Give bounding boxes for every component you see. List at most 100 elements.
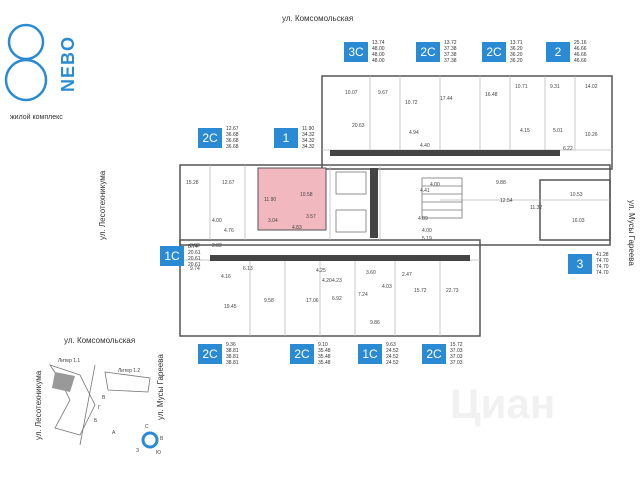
apartment-badge[interactable]: 2С <box>198 344 222 364</box>
apartment-badge[interactable]: 2С <box>198 128 222 148</box>
room-area-label: 14.02 <box>585 84 598 90</box>
apartment-badge[interactable]: 3С <box>344 42 368 62</box>
minimap-street-right: ул. Мусы Гареева <box>156 354 165 420</box>
apartment-areas: 9.10 35.48 35.48 35.48 <box>318 342 331 366</box>
room-area-label: 10.26 <box>585 132 598 138</box>
room-area-label: 5.01 <box>553 128 563 134</box>
room-area-label: 6.13 <box>243 266 253 272</box>
room-area-label: 3.04 <box>268 218 278 224</box>
room-area-label: 10.72 <box>405 100 418 106</box>
room-area-label: 3.90 <box>190 243 200 249</box>
room-area-label: 5.19 <box>422 236 432 242</box>
apartment-areas: 15.72 37.03 37.03 37.03 <box>450 342 463 366</box>
room-area-label: 4.15 <box>520 128 530 134</box>
apartment-badge-selected[interactable]: 1 <box>274 128 298 148</box>
room-area-label: 16.03 <box>572 218 585 224</box>
room-area-label: 9.74 <box>190 266 200 272</box>
room-area-label: 4.76 <box>224 228 234 234</box>
room-area-label: 4.03 <box>382 284 392 290</box>
compass-s: Ю <box>156 450 162 456</box>
apartment-badge[interactable]: 3 <box>568 254 592 274</box>
room-area-label: 22.73 <box>446 288 459 294</box>
apartment-areas: 13.71 36.20 36.20 36.20 <box>510 40 523 64</box>
apartment-areas: 12.67 36.68 36.68 36.68 <box>226 126 239 150</box>
room-area-label: 9.86 <box>370 320 380 326</box>
room-area-label: 4.20 <box>322 278 332 284</box>
compass-e: В <box>160 436 164 442</box>
minimap-street-top: ул. Комсомольская <box>64 336 136 345</box>
room-area-label: 19.45 <box>224 304 237 310</box>
room-area-label: 3.60 <box>366 270 376 276</box>
room-area-label: 4.23 <box>332 278 342 284</box>
room-area-label: 4.41 <box>420 188 430 194</box>
room-area-label: 4.83 <box>292 225 302 231</box>
apartment-areas: 13.72 37.38 37.38 37.38 <box>444 40 457 64</box>
street-right: ул. Мусы Гареева <box>627 200 636 266</box>
apartment-areas: 9.63 24.52 24.52 24.52 <box>386 342 399 366</box>
room-area-label: 2.47 <box>402 272 412 278</box>
minimap-label: Г <box>98 405 101 411</box>
apartment-badge[interactable]: 2 <box>546 42 570 62</box>
room-area-label: 20.63 <box>352 123 365 129</box>
minimap-label: В <box>102 395 106 401</box>
room-area-label: 9.58 <box>264 298 274 304</box>
apartment-badge[interactable]: 2С <box>416 42 440 62</box>
minimap-street-left: ул. Лесотехникума <box>34 370 43 440</box>
room-area-label: 15.72 <box>414 288 427 294</box>
room-area-label: 9.31 <box>550 84 560 90</box>
apartment-badge[interactable]: 2С <box>422 344 446 364</box>
room-area-label: 4.00 <box>422 228 432 234</box>
logo-text: NEBO <box>58 35 78 92</box>
room-area-label: 11.32 <box>530 205 543 211</box>
room-area-label: 11.90 <box>264 197 277 203</box>
room-area-label: 6.22 <box>563 146 573 152</box>
room-area-label: 4.00 <box>212 218 222 224</box>
room-area-label: 9.67 <box>378 90 388 96</box>
room-area-label: 4.94 <box>409 130 419 136</box>
room-area-label: 3.26 <box>367 152 377 158</box>
apartment-areas: 41.28 74.70 74.70 74.70 <box>596 252 609 276</box>
room-area-label: 15.28 <box>186 180 199 186</box>
room-area-label: 4.40 <box>420 143 430 149</box>
logo-subtitle: жилой комплекс <box>10 114 63 121</box>
apartment-areas: 9.36 38.81 38.81 38.81 <box>226 342 239 366</box>
room-area-label: 4.35 <box>342 152 352 158</box>
apartment-areas: 8.74 20.61 20.61 20.61 <box>188 244 201 268</box>
room-area-label: 9.88 <box>496 180 506 186</box>
room-area-label: 4.89 <box>418 216 428 222</box>
room-area-label: 16.48 <box>485 92 498 98</box>
minimap-label: Литер 1.2 <box>118 368 141 374</box>
apartment-badge[interactable]: 2С <box>290 344 314 364</box>
compass-n: С <box>145 424 149 430</box>
room-area-label: 17.06 <box>306 298 319 304</box>
room-area-label: 4.00 <box>430 182 440 188</box>
room-area-label: 10.58 <box>300 192 313 198</box>
room-area-label: 12.54 <box>500 198 513 204</box>
minimap-label: Литер 1.1 <box>58 358 81 364</box>
street-top: ул. Комсомольская <box>282 14 354 23</box>
apartment-badge[interactable]: 2С <box>482 42 506 62</box>
apartment-areas: 11.90 34.32 34.32 34.32 <box>302 126 315 150</box>
room-area-label: 6.86 <box>418 256 428 262</box>
room-area-label: 12.67 <box>222 180 235 186</box>
room-area-label: 10.07 <box>345 90 358 96</box>
watermark: Циан <box>450 380 556 427</box>
apartment-areas: 25.16 46.66 46.66 46.66 <box>574 40 587 64</box>
minimap-label: Б <box>94 418 98 424</box>
room-area-label: 2.82 <box>212 243 222 249</box>
room-area-label: 17.44 <box>440 96 453 102</box>
apartment-badge[interactable]: 1С <box>358 344 382 364</box>
room-area-label: 4.16 <box>221 274 231 280</box>
room-area-label: 10.53 <box>570 192 583 198</box>
street-left: ул. Лесотехникума <box>98 170 107 240</box>
room-area-label: 3.57 <box>306 214 316 220</box>
apartment-areas: 13.74 48.00 48.00 48.00 <box>372 40 385 64</box>
apartment-badge[interactable]: 1С <box>160 246 184 266</box>
minimap-label: А <box>112 430 116 436</box>
compass-w: З <box>136 448 140 454</box>
room-area-label: 10.71 <box>515 84 528 90</box>
room-area-label: 7.24 <box>358 292 368 298</box>
room-area-label: 6.92 <box>332 296 342 302</box>
room-area-label: 4.25 <box>316 268 326 274</box>
